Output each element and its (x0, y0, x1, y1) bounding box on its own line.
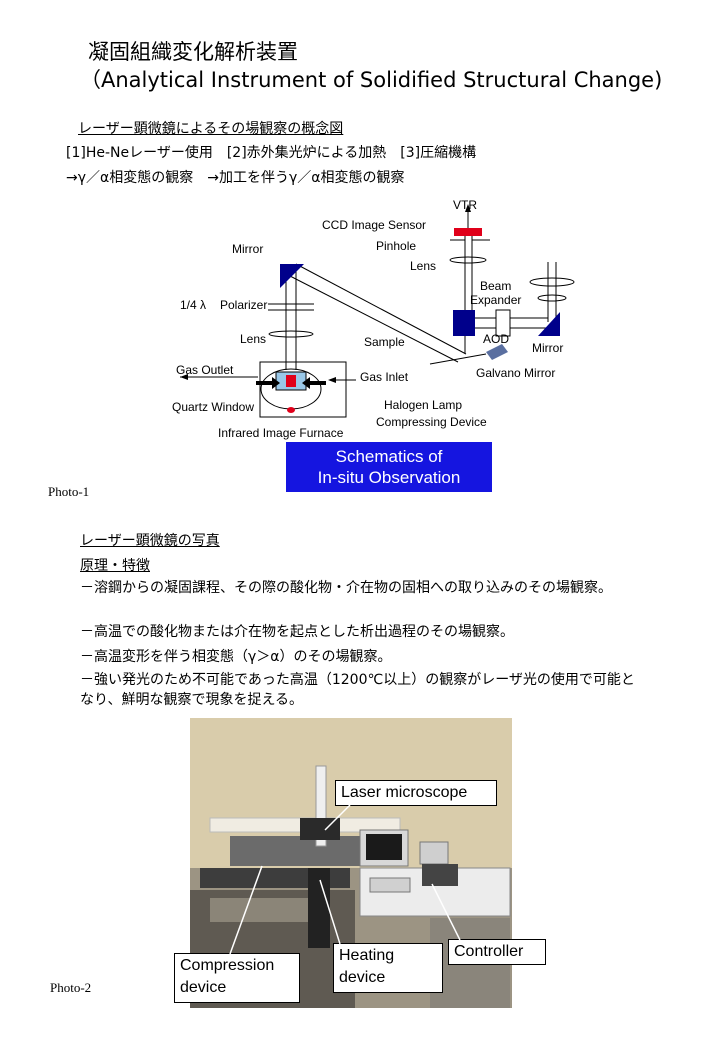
label-quartz-window: Quartz Window (172, 400, 254, 414)
section2-subheading: 原理・特徴 (80, 555, 150, 575)
banner-line1: Schematics of (286, 446, 492, 467)
label-halogen: Halogen Lamp (384, 398, 462, 412)
page-title-en: （Analytical Instrument of Solidified Str… (80, 64, 662, 94)
feature-item-2: －高温での酸化物または介在物を起点とした析出過程のその場観察。 (80, 622, 640, 642)
callout-controller: Controller (448, 939, 546, 965)
label-compressing: Compressing Device (376, 415, 487, 429)
feature-item-3: －高温変形を伴う相変態（γ＞α）のその場観察。 (80, 647, 640, 667)
aod-block (453, 310, 475, 336)
callout-compression-device: Compression device (174, 953, 300, 1003)
label-galvano: Galvano Mirror (476, 366, 555, 380)
label-expander: Expander (470, 293, 521, 307)
photo1-label: Photo-1 (48, 484, 89, 500)
left-mirror-shape (280, 264, 304, 288)
label-gas-inlet: Gas Inlet (360, 370, 408, 384)
galvano-mirror-shape (486, 344, 508, 360)
section1-heading: レーザー顕微鏡によるその場観察の概念図 (78, 118, 343, 138)
page-title-jp: 凝固組織変化解析装置 (88, 36, 298, 66)
label-lens-right: Lens (410, 259, 436, 273)
photo2-label: Photo-2 (50, 980, 91, 996)
halogen-lamp-marker (287, 407, 295, 413)
label-gas-outlet: Gas Outlet (176, 363, 233, 377)
label-ccd: CCD Image Sensor (322, 218, 426, 232)
section2-heading: レーザー顕微鏡の写真 (80, 530, 220, 550)
sample-marker (286, 375, 296, 387)
label-mirror-right: Mirror (532, 341, 563, 355)
label-beam: Beam (480, 279, 511, 293)
callout-heating-device: Heating device (333, 943, 443, 993)
right-lens-shape (450, 257, 486, 263)
left-lens-shape (269, 331, 313, 337)
label-pinhole: Pinhole (376, 239, 416, 253)
label-aod: AOD (483, 332, 509, 346)
banner-line2: In-situ Observation (286, 467, 492, 488)
feature-item-4: －強い発光のため不可能であった高温（1200℃以上）の観察がレーザ光の使用で可能… (80, 670, 640, 710)
feature-item-1: －溶鋼からの凝固課程、その際の酸化物・介在物の固相への取り込みのその場観察。 (80, 578, 640, 598)
ccd-sensor (454, 228, 482, 236)
section1-line2: →γ／α相変態の観察 →加工を伴うγ／α相変態の観察 (66, 167, 405, 187)
label-sample: Sample (364, 335, 405, 349)
section1-line1: [1]He-Neレーザー使用 [2]赤外集光炉による加熱 [3]圧縮機構 (66, 142, 476, 162)
right-mirror-shape (538, 312, 560, 336)
callout-laser-microscope: Laser microscope (335, 780, 497, 806)
label-vtr: VTR (453, 198, 477, 212)
schematics-banner: Schematics of In-situ Observation (286, 442, 492, 492)
label-polarizer: Polarizer (220, 298, 267, 312)
label-mirror-left: Mirror (232, 242, 263, 256)
label-lens-left: Lens (240, 332, 266, 346)
label-quarter-lambda: 1/4 λ (180, 298, 206, 312)
label-furnace: Infrared Image Furnace (218, 426, 343, 440)
